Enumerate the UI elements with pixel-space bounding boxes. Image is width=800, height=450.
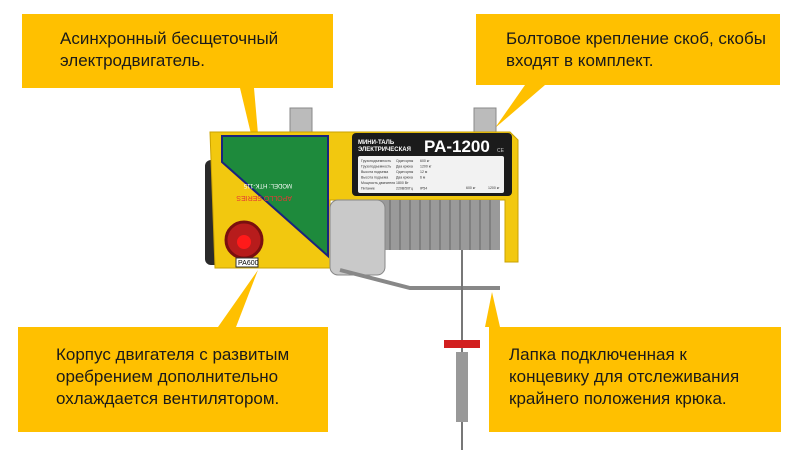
label-type-1: МИНИ-ТАЛЬ — [358, 140, 395, 146]
label-weight-1: 600 кг — [466, 186, 476, 190]
callout-motor-text: Асинхронный бесщеточный электродвигатель… — [60, 29, 279, 70]
spec-cell: Мощность двигателя — [361, 181, 395, 185]
green-panel — [221, 135, 329, 259]
label-model: PA-1200 — [424, 137, 490, 156]
callout-lever: Лапка подключенная к концевику для отсле… — [489, 327, 781, 432]
spec-cell: Питание — [361, 187, 375, 191]
spec-cell: 6 м — [420, 176, 426, 180]
spec-cell: 12 м — [420, 170, 428, 174]
limit-lever — [339, 268, 500, 290]
callout-motor: Асинхронный бесщеточный электродвигатель… — [22, 14, 333, 88]
ce-mark: CE — [497, 148, 505, 154]
spec-cell: 1200 кг — [420, 165, 432, 169]
spec-cell: Один крюк — [396, 159, 414, 163]
hook-stopper — [444, 340, 480, 348]
emergency-button — [237, 235, 251, 249]
spec-cell: IP54 — [420, 187, 427, 191]
label-type-2: ЭЛЕКТРИЧЕСКАЯ — [358, 147, 411, 153]
pointer-brackets — [495, 85, 545, 128]
spec-cell: Грузоподъемность — [361, 165, 391, 169]
callout-housing: Корпус двигателя с развитым оребрением д… — [18, 327, 328, 432]
gearbox — [329, 199, 386, 276]
spec-cell: Один крюк — [396, 170, 414, 174]
panel-model: MODEL: HTK-115 — [243, 182, 292, 188]
spec-cell: Два крюка — [396, 165, 413, 169]
spec-cell: 600 кг — [420, 159, 430, 163]
spec-cell: 220В/50Гц — [396, 187, 413, 191]
spec-cell: Высота подъема — [361, 176, 388, 180]
callout-brackets-text: Болтовое крепление скоб, скобы входят в … — [506, 29, 766, 70]
spec-cell: Два крюка — [396, 176, 413, 180]
callout-lever-text: Лапка подключенная к концевику для отсле… — [509, 345, 740, 408]
sticker-text: PA600 — [238, 260, 259, 267]
callout-brackets: Болтовое крепление скоб, скобы входят в … — [476, 14, 780, 85]
spec-cell: Высота подъема — [361, 170, 388, 174]
label-weight-2: 1200 кг — [488, 186, 500, 190]
spec-cell: Грузоподъемность — [361, 159, 391, 163]
callout-housing-text: Корпус двигателя с развитым оребрением д… — [56, 345, 290, 408]
pointer-lever — [485, 292, 500, 327]
pointer-housing — [218, 270, 258, 327]
panel-series: APOLLO SERIES — [236, 194, 292, 201]
spec-cell: 1800 Вт — [396, 181, 409, 185]
